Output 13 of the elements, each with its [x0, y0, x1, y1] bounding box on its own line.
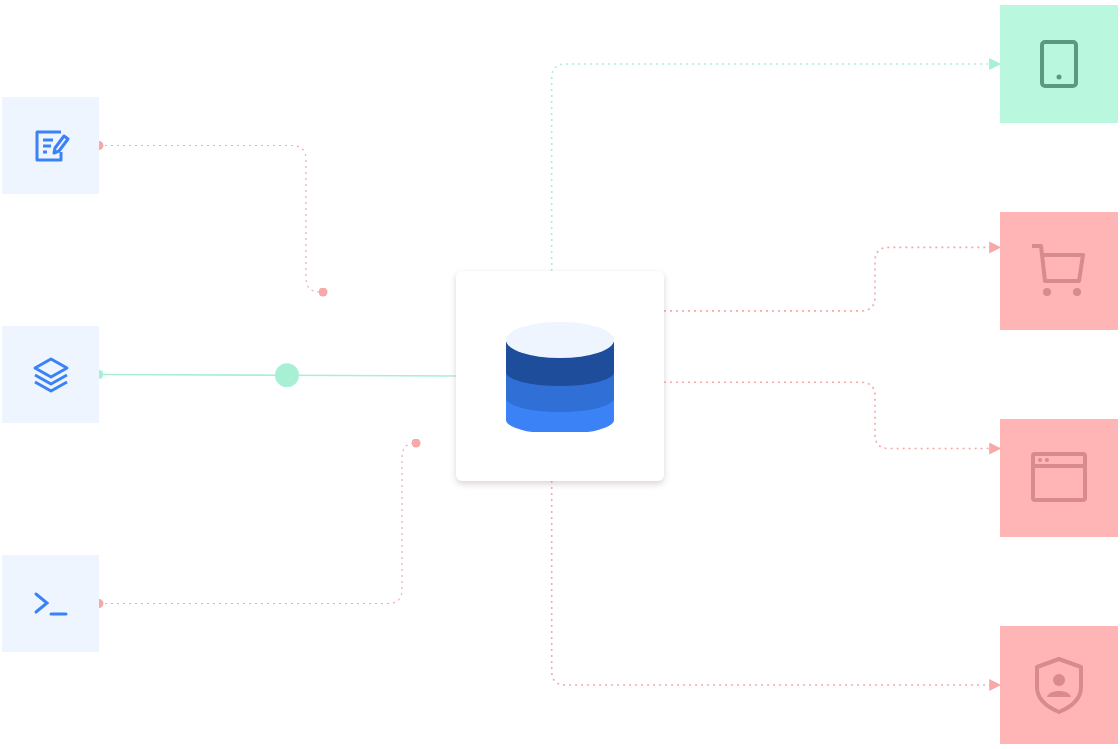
tile	[1000, 626, 1118, 744]
arrow	[663, 241, 1002, 312]
arrow	[663, 381, 1002, 455]
tile	[1000, 5, 1118, 123]
tile	[2, 326, 99, 423]
arrow	[550, 480, 1002, 691]
card	[456, 271, 664, 481]
tile	[1000, 419, 1118, 537]
arrow	[550, 58, 1002, 272]
tile	[2, 97, 99, 194]
tile	[1000, 212, 1118, 330]
tile	[2, 555, 99, 652]
connector-line	[98, 363, 457, 387]
